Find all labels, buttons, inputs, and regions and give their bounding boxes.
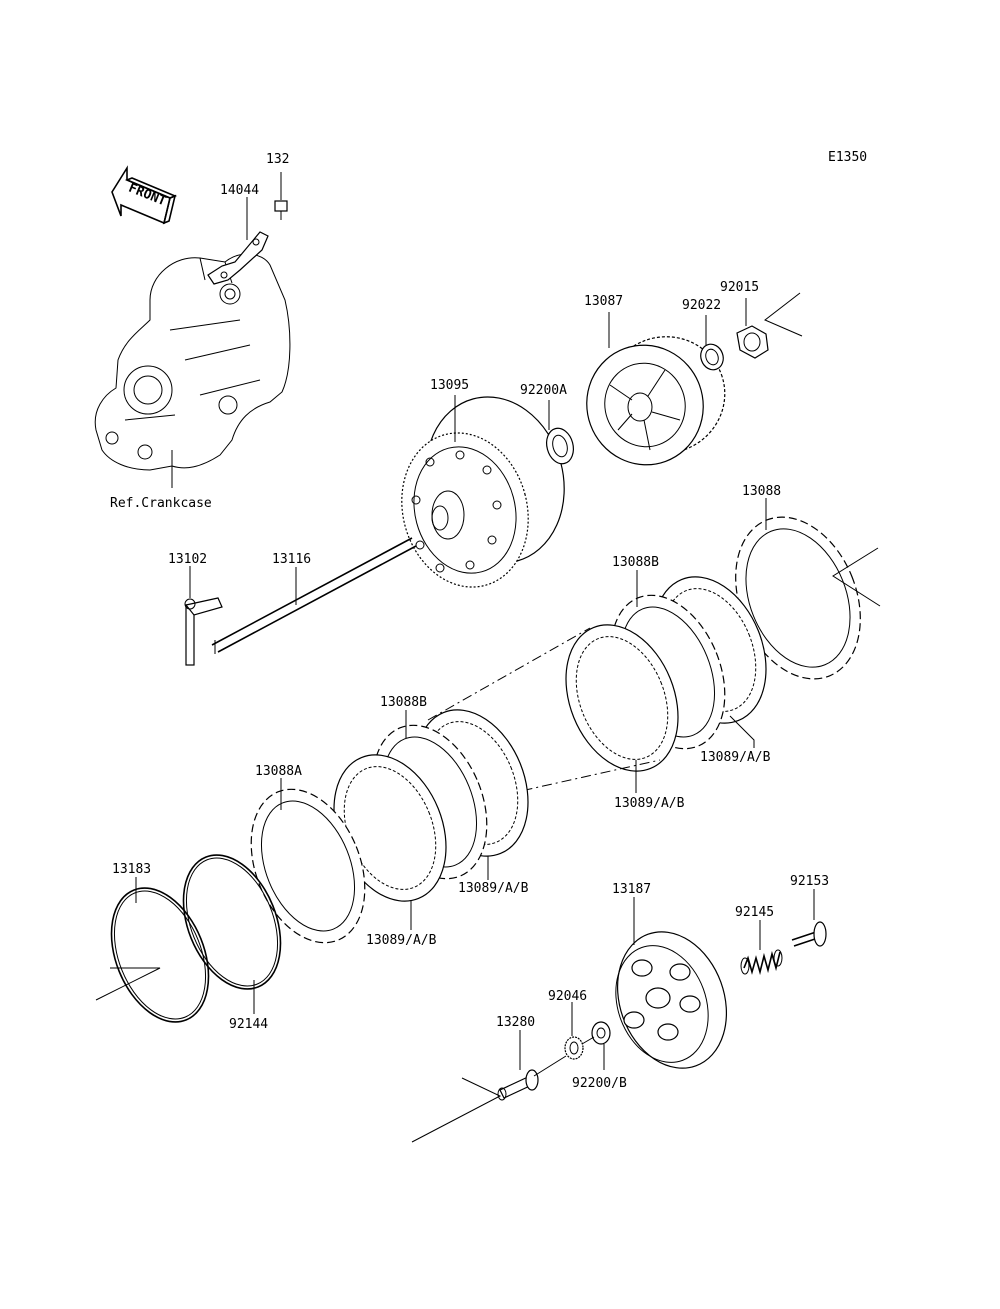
- clutch-hub-13087: [586, 336, 726, 466]
- spring-92145: [740, 949, 783, 976]
- label-13088b-2: 13088B: [380, 695, 427, 710]
- push-rod-13116: [211, 537, 417, 654]
- label-92022: 92022: [682, 298, 721, 313]
- lever-13102: [184, 597, 223, 666]
- ring-92144: [182, 854, 282, 990]
- label-13089-3: 13089/A/B: [458, 881, 529, 896]
- label-92046: 92046: [548, 989, 587, 1004]
- bearing-92200a: [546, 427, 574, 465]
- label-92200b: 92200/B: [572, 1076, 627, 1091]
- label-92153: 92153: [790, 874, 829, 889]
- nut-92015: [736, 325, 769, 359]
- label-92200a: 92200A: [520, 383, 567, 398]
- label-132: 132: [266, 152, 289, 167]
- washer-92200b: [591, 1021, 611, 1045]
- ring-13183: [110, 887, 210, 1023]
- label-13095: 13095: [430, 378, 469, 393]
- label-13087: 13087: [584, 294, 623, 309]
- label-13089-4: 13089/A/B: [366, 933, 437, 948]
- diagram-code: E1350: [828, 150, 867, 165]
- bracket-14044: [207, 231, 269, 285]
- label-92144: 92144: [229, 1017, 268, 1032]
- label-13102: 13102: [168, 552, 207, 567]
- crankcase-drawing: Ref.Crankcase: [94, 253, 291, 511]
- label-13089-1: 13089/A/B: [700, 750, 771, 765]
- bearing-92046: [564, 1036, 584, 1060]
- friction-plate-13088a: [250, 788, 366, 944]
- label-13088: 13088: [742, 484, 781, 499]
- label-13088b-1: 13088B: [612, 555, 659, 570]
- label-92145: 92145: [735, 905, 774, 920]
- front-arrow-icon: FRONT: [111, 165, 178, 225]
- bolt-132: [274, 172, 288, 220]
- label-92015: 92015: [720, 280, 759, 295]
- steel-plate-upper-2: [565, 624, 679, 772]
- pressure-plate-13187: [615, 931, 728, 1069]
- label-13187: 13187: [612, 882, 651, 897]
- ref-crankcase-label: Ref.Crankcase: [110, 496, 212, 511]
- label-14044: 14044: [220, 183, 259, 198]
- pusher-13280: [497, 1069, 539, 1101]
- label-13088a: 13088A: [255, 764, 302, 779]
- washer-92022: [700, 343, 724, 371]
- label-13183: 13183: [112, 862, 151, 877]
- clutch-housing-13095: [401, 396, 565, 588]
- label-13116: 13116: [272, 552, 311, 567]
- friction-plate-13088: [735, 516, 861, 680]
- label-13280: 13280: [496, 1015, 535, 1030]
- label-13089-2: 13089/A/B: [614, 796, 685, 811]
- bolt-92153: [791, 921, 827, 947]
